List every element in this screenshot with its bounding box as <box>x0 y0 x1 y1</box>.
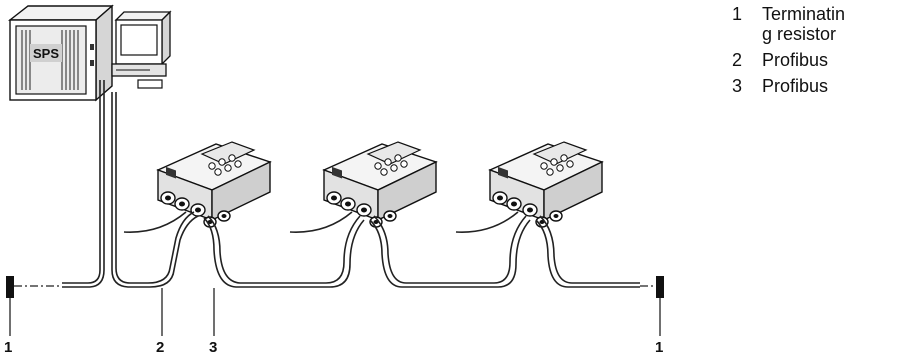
legend-number: 3 <box>732 76 743 96</box>
legend-number: 2 <box>732 50 743 70</box>
legend-text: Profibus <box>762 76 829 96</box>
legend-text: Terminating resistor <box>762 4 846 44</box>
legend-text: Profibus <box>762 50 829 70</box>
legend-item: 1 Terminating resistor <box>732 4 897 44</box>
legend: 1 Terminating resistor 2 Profibus 3 Prof… <box>732 4 897 102</box>
transmitter-1 <box>157 141 271 228</box>
callout-profibus-3: 3 <box>209 339 217 356</box>
callout-terminating-resistor-right: 1 <box>655 339 663 356</box>
transmitter-2 <box>323 141 437 228</box>
callout-profibus-2: 2 <box>156 339 164 356</box>
computer <box>111 10 172 89</box>
plc-cabinet: SPS <box>7 4 114 102</box>
legend-item: 2 Profibus <box>732 50 897 70</box>
legend-item: 3 Profibus <box>732 76 897 96</box>
terminating-resistor-right <box>656 276 664 298</box>
callout-leaders <box>9 288 661 336</box>
transmitter-3 <box>489 141 603 228</box>
terminating-resistor-left <box>6 276 14 298</box>
callout-terminating-resistor-left: 1 <box>4 339 12 356</box>
legend-number: 1 <box>732 4 743 24</box>
plc-label: SPS <box>33 46 59 61</box>
cables <box>62 80 640 288</box>
